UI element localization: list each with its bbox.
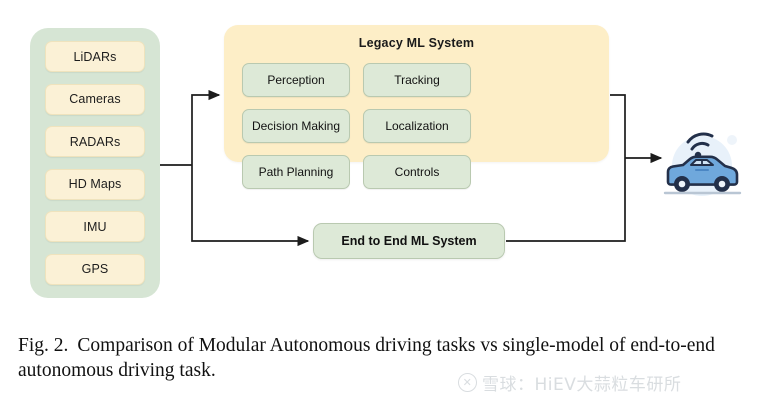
wire-legacy-to-merge (610, 94, 626, 158)
wire-split-to-legacy (191, 89, 221, 165)
wifi-signal-icon (686, 132, 714, 151)
legacy-ml-system-title: Legacy ML System (358, 36, 475, 50)
task-box-tracking[interactable]: Tracking (363, 63, 471, 97)
sensor-item-hd-maps[interactable]: HD Maps (45, 168, 145, 200)
wire-end-to-end-to-merge (506, 158, 626, 242)
connected-car-icon (663, 132, 742, 196)
sensor-item-cameras[interactable]: Cameras (45, 83, 145, 115)
figure-diagram: LiDARs Cameras RADARs HD Maps IMU GPS Le… (30, 25, 742, 298)
task-box-perception[interactable]: Perception (242, 63, 350, 97)
figure-caption: Fig. 2.Comparison of Modular Autonomous … (18, 333, 748, 383)
wire-split-to-end-to-end (191, 165, 310, 247)
legacy-task-grid: Perception Tracking Decision Making Loca… (242, 63, 591, 189)
task-box-localization[interactable]: Localization (363, 109, 471, 143)
sensor-item-gps[interactable]: GPS (45, 253, 145, 285)
task-box-controls[interactable]: Controls (363, 155, 471, 189)
connector-wires (160, 89, 663, 247)
task-box-decision-making[interactable]: Decision Making (242, 109, 350, 143)
task-box-path-planning[interactable]: Path Planning (242, 155, 350, 189)
end-to-end-ml-system-box[interactable]: End to End ML System (313, 223, 505, 259)
figure-caption-text: Comparison of Modular Autonomous driving… (18, 335, 715, 381)
sensor-item-imu[interactable]: IMU (45, 211, 145, 243)
figure-caption-label: Fig. 2. (18, 335, 69, 356)
sensor-item-radars[interactable]: RADARs (45, 126, 145, 158)
legacy-ml-system-panel: Legacy ML System Perception Tracking Dec… (224, 25, 609, 189)
sensor-item-lidars[interactable]: LiDARs (45, 41, 145, 72)
sensor-inputs-panel: LiDARs Cameras RADARs HD Maps IMU GPS (30, 28, 160, 298)
